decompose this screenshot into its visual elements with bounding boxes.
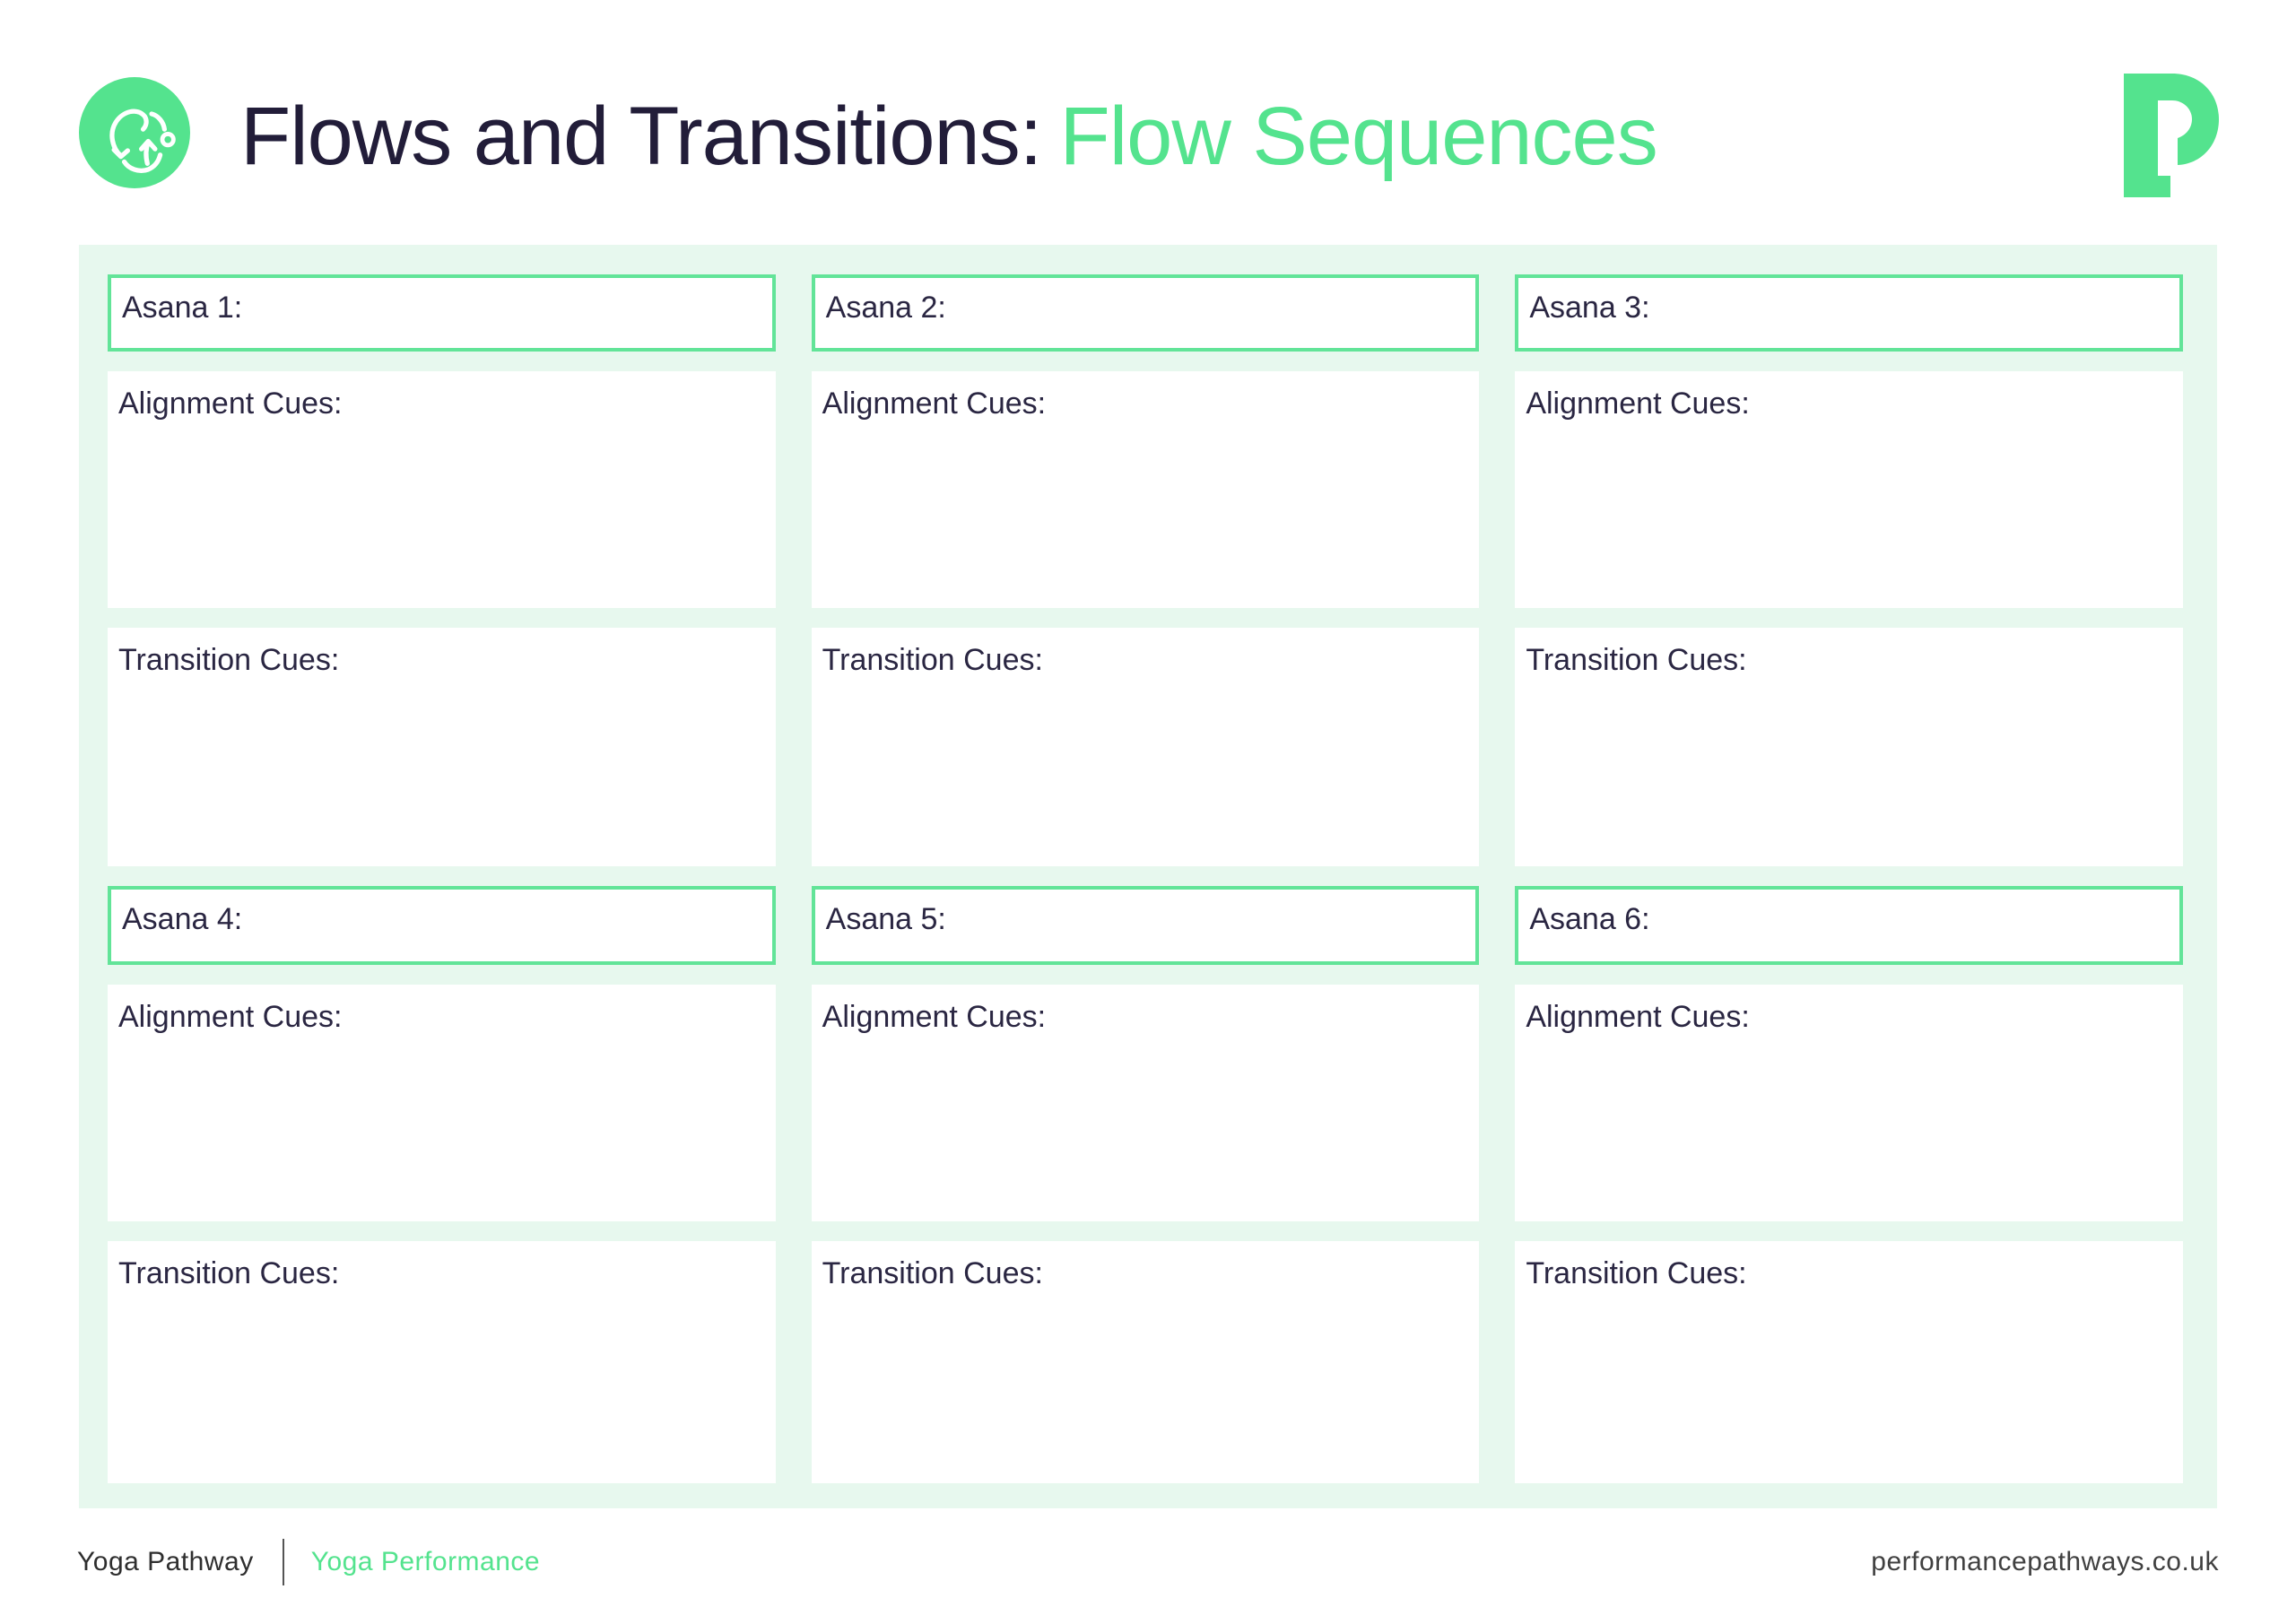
asana-label: Asana 4: xyxy=(122,902,243,936)
transition-cues-label: Transition Cues: xyxy=(118,1256,340,1290)
transition-cues-label: Transition Cues: xyxy=(118,643,340,677)
alignment-cues-box-1: Alignment Cues: xyxy=(108,371,776,608)
alignment-cues-box-3: Alignment Cues: xyxy=(1515,371,2183,608)
transition-cues-box-1: Transition Cues: xyxy=(108,628,776,866)
footer-website: performancepathways.co.uk xyxy=(1871,1547,2219,1576)
alignment-cues-box-6: Alignment Cues: xyxy=(1515,985,2183,1221)
alignment-cues-label: Alignment Cues: xyxy=(118,1000,343,1034)
alignment-cues-box-2: Alignment Cues: xyxy=(811,371,1480,608)
asana-title-box-2: Asana 2: xyxy=(811,274,1480,352)
asana-label: Asana 5: xyxy=(825,902,946,936)
asana-title-box-6: Asana 6: xyxy=(1515,886,2183,965)
asana-label: Asana 1: xyxy=(122,291,243,325)
alignment-cues-label: Alignment Cues: xyxy=(822,1000,1047,1034)
alignment-cues-label: Alignment Cues: xyxy=(118,386,343,421)
asana-title-box-3: Asana 3: xyxy=(1515,274,2183,352)
transition-cues-label: Transition Cues: xyxy=(1526,1256,1747,1290)
worksheet-panel: Asana 1: Asana 2: Asana 3: Alignment Cue… xyxy=(79,245,2217,1508)
alignment-cues-box-5: Alignment Cues: xyxy=(811,985,1480,1221)
asana-label: Asana 3: xyxy=(1529,291,1650,325)
footer-divider xyxy=(282,1539,284,1585)
page-title-accent: Flow Sequences xyxy=(1059,91,1658,182)
transition-cues-label: Transition Cues: xyxy=(1526,643,1747,677)
asana-title-box-1: Asana 1: xyxy=(108,274,776,352)
flow-cycle-icon xyxy=(79,77,190,188)
transition-cues-box-3: Transition Cues: xyxy=(1515,628,2183,866)
page-title: Flows and Transitions:Flow Sequences xyxy=(240,91,1658,182)
transition-cues-label: Transition Cues: xyxy=(822,643,1043,677)
page-title-dark: Flows and Transitions: xyxy=(240,91,1042,182)
alignment-cues-label: Alignment Cues: xyxy=(1526,1000,1750,1034)
transition-cues-box-4: Transition Cues: xyxy=(108,1241,776,1483)
asana-title-box-4: Asana 4: xyxy=(108,886,776,965)
alignment-cues-label: Alignment Cues: xyxy=(1526,386,1750,421)
asana-label: Asana 6: xyxy=(1529,902,1650,936)
alignment-cues-box-4: Alignment Cues: xyxy=(108,985,776,1221)
transition-cues-label: Transition Cues: xyxy=(822,1256,1043,1290)
asana-label: Asana 2: xyxy=(825,291,946,325)
footer-brand: Yoga Pathway xyxy=(77,1547,254,1576)
footer-program: Yoga Performance xyxy=(310,1547,541,1576)
asana-title-box-5: Asana 5: xyxy=(811,886,1480,965)
transition-cues-box-6: Transition Cues: xyxy=(1515,1241,2183,1483)
alignment-cues-label: Alignment Cues: xyxy=(822,386,1047,421)
transition-cues-box-2: Transition Cues: xyxy=(811,628,1480,866)
footer: Yoga Pathway Yoga Performance performanc… xyxy=(77,1535,2219,1589)
performance-pathways-logo xyxy=(2124,74,2220,197)
transition-cues-box-5: Transition Cues: xyxy=(811,1241,1480,1483)
